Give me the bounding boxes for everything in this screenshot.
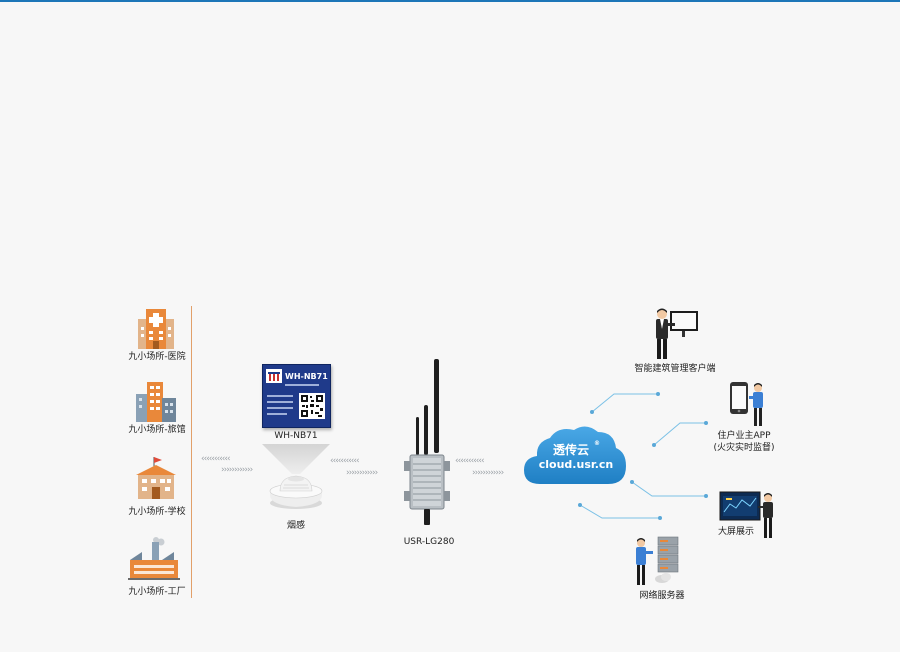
chip-text-line xyxy=(267,401,293,403)
venue-label-hospital: 九小场所-医院 xyxy=(128,352,186,362)
server-icon xyxy=(636,536,679,585)
hotel-icon xyxy=(136,382,176,422)
cloud-icon xyxy=(524,426,626,484)
nb-module-chip: WH-NB71 xyxy=(262,364,331,428)
usr-logo-icon xyxy=(266,369,282,383)
arrow-right-gateway: ›››››››››››› xyxy=(346,468,378,478)
venue-separator-line xyxy=(191,306,192,598)
gateway-device-icon xyxy=(404,359,450,525)
factory-icon xyxy=(128,537,180,580)
cloud-title: 透传云 xyxy=(553,443,590,457)
client-label-server: 网络服务器 xyxy=(639,591,685,601)
arrow-right-cloud: ›››››››››››› xyxy=(472,468,504,478)
client-sublabel-app: (火灾实时监督) xyxy=(713,443,775,453)
school-icon xyxy=(136,457,176,499)
module-chip-text: WH-NB71 xyxy=(285,372,328,381)
module-label: WH-NB71 xyxy=(274,431,318,441)
cloud-url: cloud.usr.cn xyxy=(538,458,614,471)
arrow-left-venue: ‹‹‹‹‹‹‹‹‹‹‹ xyxy=(201,454,231,464)
chip-text-line xyxy=(267,407,293,409)
client-label-screen: 大屏展示 xyxy=(717,527,754,537)
venue-label-school: 九小场所-学校 xyxy=(128,507,186,517)
mobile-app-icon xyxy=(730,382,763,426)
gateway-label: USR-LG280 xyxy=(403,537,455,547)
hospital-icon xyxy=(138,309,174,349)
arrow-right-venue: ›››››››››››› xyxy=(221,465,253,475)
chip-text-line xyxy=(285,384,319,386)
venue-label-factory: 九小场所-工厂 xyxy=(128,587,186,597)
qr-code-icon xyxy=(299,393,325,419)
venue-label-hotel: 九小场所-旅馆 xyxy=(128,425,186,435)
arrow-left-cloud: ‹‹‹‹‹‹‹‹‹‹‹ xyxy=(455,456,485,466)
client-label-app: 住户业主APP xyxy=(717,431,771,441)
chip-text-line xyxy=(267,395,293,397)
signal-beam xyxy=(262,444,330,474)
smoke-sensor-label: 烟感 xyxy=(286,521,305,531)
building-client-icon xyxy=(656,308,698,359)
chip-text-line xyxy=(267,413,287,415)
client-label-building: 智能建筑管理客户端 xyxy=(634,364,716,374)
big-screen-icon xyxy=(719,491,773,538)
arrow-left-gateway: ‹‹‹‹‹‹‹‹‹‹‹ xyxy=(330,456,360,466)
smoke-detector-icon xyxy=(269,475,323,509)
cloud-registered-mark: ® xyxy=(594,440,600,447)
top-accent-line xyxy=(0,0,900,2)
